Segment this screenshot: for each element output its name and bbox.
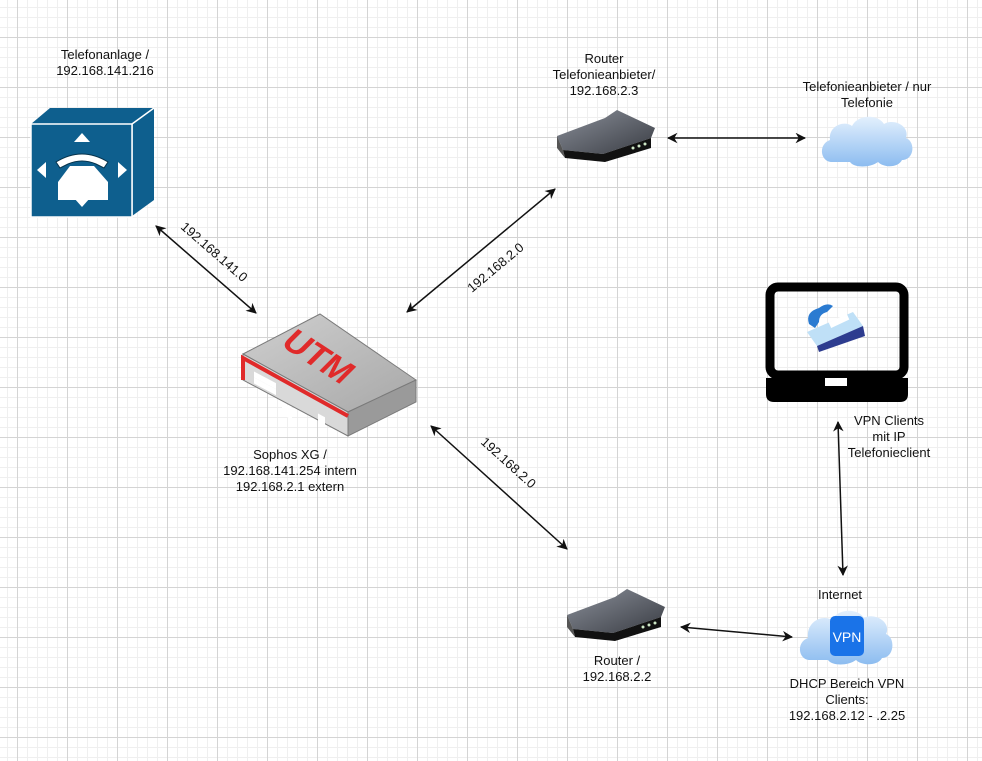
edge-label-pbx-firewall: 192.168.141.0 <box>178 219 251 285</box>
router-label: Router / 192.168.2.2 <box>583 653 652 685</box>
vpn-client-label-line: mit IP <box>872 429 906 444</box>
edge-label-firewall-router: 192.168.2.0 <box>478 434 539 491</box>
edge-pbx-firewall[interactable] <box>155 225 257 314</box>
firewall-label-line: Sophos XG / <box>253 447 327 462</box>
vpn-client-label-line: VPN Clients <box>853 413 925 428</box>
vpn-client-label-line: Telefonieclient <box>847 445 931 460</box>
router-provider-label-line: Router <box>584 51 624 66</box>
internet-label-text: Internet <box>817 587 863 602</box>
vpn-client-label: VPN Clients mit IP Telefonieclient <box>848 413 930 461</box>
firewall-label: Sophos XG / 192.168.141.254 intern 192.1… <box>223 447 357 495</box>
dhcp-label-line: DHCP Bereich VPN <box>789 676 905 691</box>
pbx-label: Telefonanlage / 192.168.141.216 <box>56 47 154 79</box>
edge-vpnclient-internet[interactable] <box>833 420 848 577</box>
provider-cloud-label-line: Telefonie <box>840 95 894 110</box>
router-label-line: Router / <box>593 653 641 668</box>
pbx-label-line: 192.168.141.216 <box>56 63 154 78</box>
edge-label-firewall-router-provider: 192.168.2.0 <box>464 240 526 296</box>
router-provider-label-line: Telefonieanbieter/ <box>552 67 656 82</box>
provider-cloud-label: Telefonieanbieter / nur Telefonie <box>803 79 932 111</box>
router-label-line: 192.168.2.2 <box>582 669 652 684</box>
vpn-cloud-icon[interactable]: VPN <box>796 606 896 668</box>
laptop-ip-phone-icon[interactable] <box>765 282 909 404</box>
edge-firewall-router[interactable] <box>430 425 568 550</box>
router-icon[interactable] <box>565 587 670 645</box>
router-provider-label-line: 192.168.2.3 <box>569 83 639 98</box>
dhcp-label-line: 192.168.2.12 - .2.25 <box>788 708 906 723</box>
router-provider-icon[interactable] <box>555 108 660 166</box>
utm-appliance-icon[interactable]: UTM <box>240 312 420 440</box>
vpn-badge: VPN <box>833 629 862 645</box>
edge-firewall-router-provider[interactable] <box>406 188 556 313</box>
provider-cloud-label-line: Telefonieanbieter / nur <box>802 79 932 94</box>
provider-cloud-icon[interactable] <box>818 112 916 168</box>
edge-router-internet[interactable] <box>679 622 794 642</box>
internet-label: Internet <box>818 587 862 603</box>
dhcp-label-line: Clients: <box>825 692 869 707</box>
dhcp-range-label: DHCP Bereich VPN Clients: 192.168.2.12 -… <box>789 676 905 724</box>
firewall-label-line: 192.168.2.1 extern <box>235 479 345 494</box>
pbx-label-line: Telefonanlage / <box>60 47 150 62</box>
pbx-phone-cube-icon[interactable] <box>28 106 156 220</box>
router-provider-label: Router Telefonieanbieter/ 192.168.2.3 <box>553 51 656 99</box>
firewall-label-line: 192.168.141.254 intern <box>223 463 357 478</box>
